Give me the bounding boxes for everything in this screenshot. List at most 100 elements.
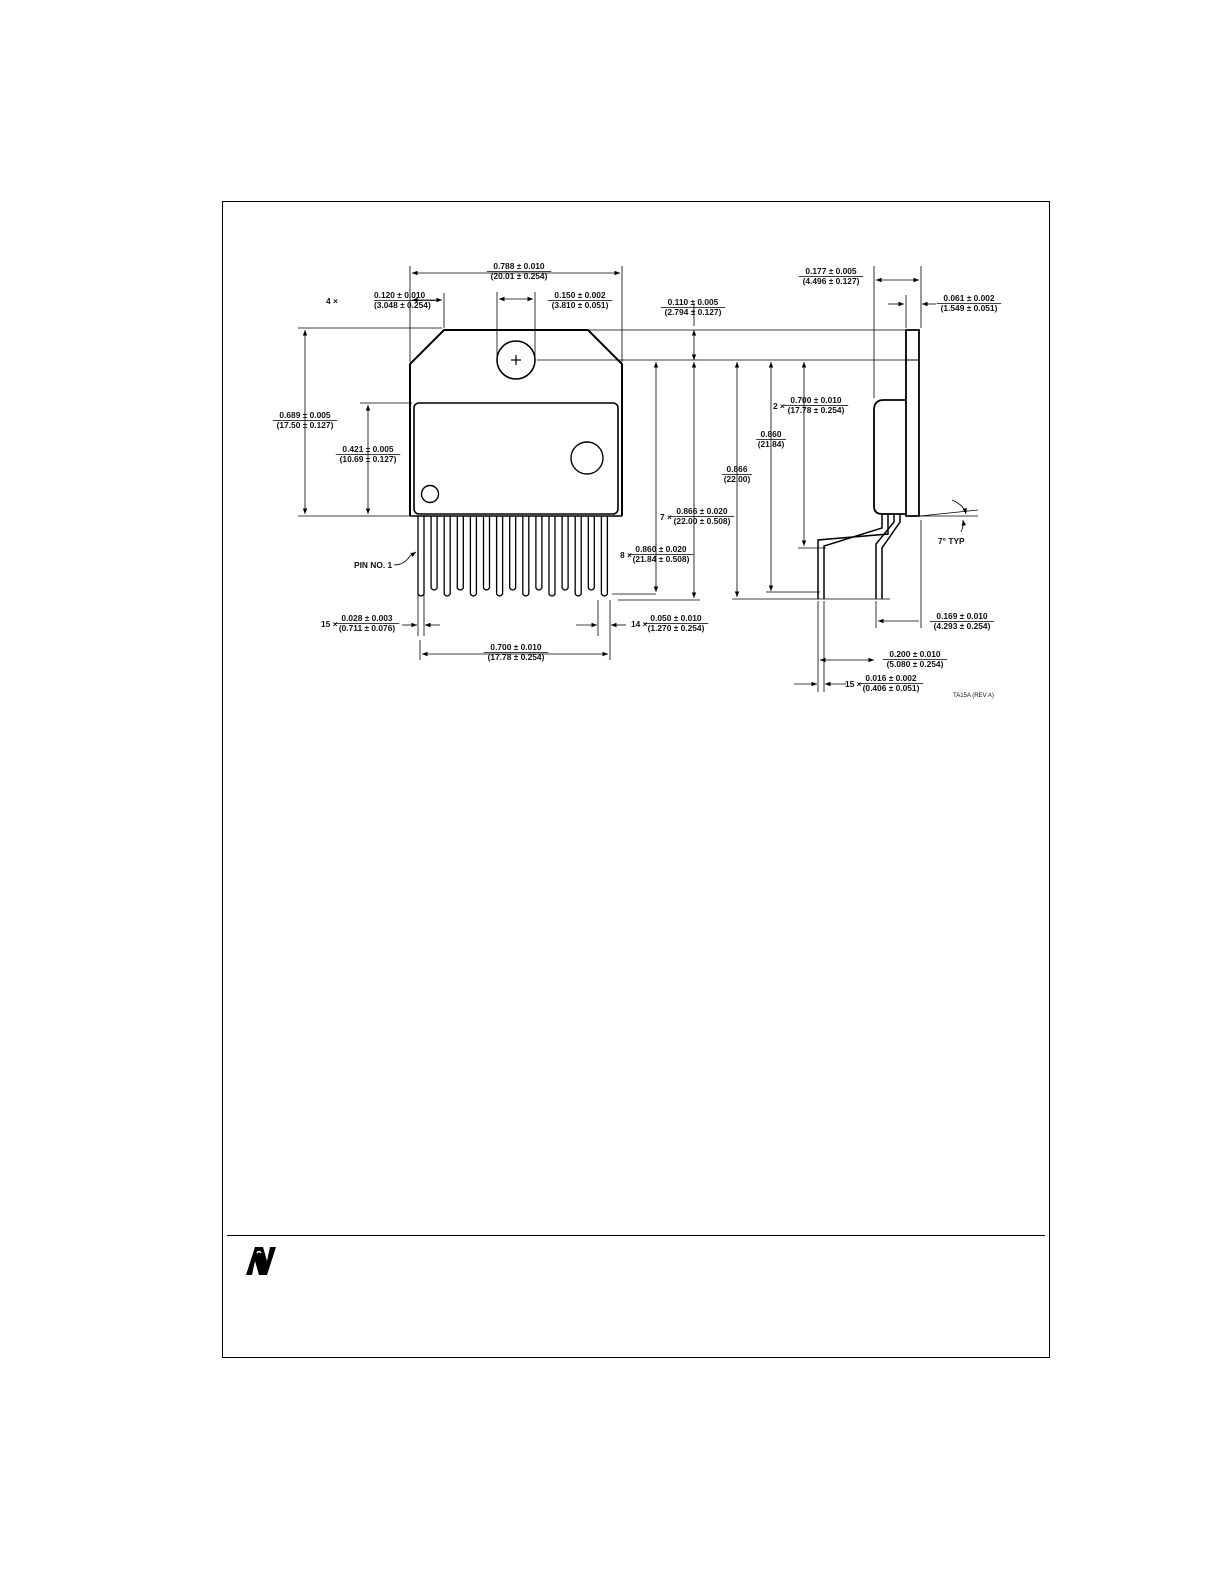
lead-12 bbox=[561, 516, 569, 591]
dimension-value: 0.028 ± 0.003 bbox=[341, 613, 393, 623]
dimension-metric: (3.810 ± 0.051) bbox=[552, 300, 609, 310]
dimension-multiplier: 15 × bbox=[845, 679, 862, 689]
dimension-value: 0.866 ± 0.020 bbox=[676, 506, 728, 516]
dimension-value: 0.788 ± 0.010 bbox=[493, 261, 545, 271]
dimension-metric: (4.496 ± 0.127) bbox=[803, 276, 860, 286]
dimension-lead-length-8: 0.860 ± 0.020(21.84 ± 0.508)8 × bbox=[620, 544, 694, 564]
dimension-multiplier: 7 × bbox=[660, 512, 672, 522]
lead-5 bbox=[469, 516, 478, 597]
plastic-body bbox=[413, 402, 619, 515]
lead-2 bbox=[430, 516, 438, 591]
side-tab bbox=[905, 329, 920, 517]
dimension-metric: (3.048 ± 0.254) bbox=[374, 300, 431, 310]
dimension-metric: (4.293 ± 0.254) bbox=[934, 621, 991, 631]
lead-7 bbox=[495, 516, 504, 597]
dimension-tab-chamfer: 0.120 ± 0.010(3.048 ± 0.254) 4 × bbox=[326, 290, 439, 310]
dimension-metric: (0.711 ± 0.076) bbox=[339, 623, 395, 633]
angle-label: 7° TYP bbox=[938, 536, 965, 546]
dimension-body-height: 0.689 ± 0.005(17.50 ± 0.127) bbox=[272, 410, 338, 430]
dimension-lead-width: 0.028 ± 0.003(0.711 ± 0.076)15 × bbox=[321, 613, 400, 633]
lead-13 bbox=[574, 516, 582, 597]
side-view bbox=[817, 329, 920, 599]
pin1-marker bbox=[420, 484, 440, 504]
dimension-metric: (17.50 ± 0.127) bbox=[277, 420, 334, 430]
dimension-lead-bend-offset: 0.169 ± 0.010(4.293 ± 0.254) bbox=[929, 611, 995, 631]
dimension-overall-width: 0.788 ± 0.010(20.01 ± 0.254) bbox=[486, 261, 552, 281]
dimension-value: 0.050 ± 0.010 bbox=[650, 613, 702, 623]
side-lead-rear bbox=[817, 514, 889, 599]
dimension-multiplier: 14 × bbox=[631, 619, 648, 629]
lead-9 bbox=[522, 516, 530, 597]
dimension-lead-length-860: 0.860(21.84) bbox=[755, 429, 787, 449]
dimension-plastic-height: 0.421 ± 0.005(10.69 ± 0.127) bbox=[335, 444, 401, 464]
dimension-metric: (1.549 ± 0.051) bbox=[941, 303, 998, 313]
side-body bbox=[873, 399, 906, 515]
footer-rule bbox=[227, 1235, 1045, 1236]
dimension-hole-diameter: 0.150 ± 0.002(3.810 ± 0.051) bbox=[547, 290, 613, 310]
lead-4 bbox=[456, 516, 464, 591]
dimension-value: 0.421 ± 0.005 bbox=[342, 444, 394, 454]
ejector-mark bbox=[570, 441, 604, 475]
company-logo-icon bbox=[246, 1247, 276, 1275]
dimension-metric: (5.080 ± 0.254) bbox=[887, 659, 944, 669]
lead-11 bbox=[548, 516, 556, 597]
dimension-value: 0.120 ± 0.010 bbox=[374, 290, 426, 300]
dimension-metric: (17.78 ± 0.254) bbox=[488, 652, 545, 662]
drawing-id: TA15A (REV A) bbox=[953, 693, 994, 699]
lead-3 bbox=[443, 516, 451, 597]
dimension-value: 0.866 bbox=[727, 464, 748, 474]
dimension-metric: (22.00 ± 0.508) bbox=[674, 516, 731, 526]
dimension-labels: 0.788 ± 0.010(20.01 ± 0.254) 0.120 ± 0.01… bbox=[272, 261, 1002, 693]
dimension-multiplier: 2 × bbox=[773, 401, 785, 411]
dimension-value: 0.700 ± 0.010 bbox=[490, 642, 542, 652]
dimension-value: 0.169 ± 0.010 bbox=[936, 611, 988, 621]
dimension-metric: (21.84 ± 0.508) bbox=[633, 554, 690, 564]
dimension-lead-span: 0.700 ± 0.010(17.78 ± 0.254) bbox=[483, 642, 549, 662]
lead-15 bbox=[600, 516, 609, 597]
dimension-multiplier: 15 × bbox=[321, 619, 338, 629]
dimension-metric: (21.84) bbox=[758, 439, 785, 449]
dimension-body-thickness: 0.177 ± 0.005(4.496 ± 0.127) bbox=[798, 266, 864, 286]
dimension-multiplier: 4 × bbox=[326, 296, 338, 306]
dimension-value: 0.061 ± 0.002 bbox=[943, 293, 995, 303]
dimension-value: 0.689 ± 0.005 bbox=[279, 410, 331, 420]
dimension-value: 0.150 ± 0.002 bbox=[554, 290, 606, 300]
lead-1 bbox=[417, 516, 425, 597]
dimension-value: 0.110 ± 0.005 bbox=[668, 297, 719, 307]
dimension-metric: (10.69 ± 0.127) bbox=[340, 454, 397, 464]
lead-14 bbox=[587, 516, 595, 591]
dimension-value: 0.860 bbox=[761, 429, 782, 439]
front-view bbox=[409, 329, 623, 597]
dimension-lines bbox=[298, 266, 979, 692]
dimension-value: 0.200 ± 0.010 bbox=[889, 649, 941, 659]
lead-8 bbox=[509, 516, 517, 591]
dimension-metric: (20.01 ± 0.254) bbox=[491, 271, 548, 281]
dimension-value: 0.700 ± 0.010 bbox=[790, 395, 842, 405]
dimension-metric: (1.270 ± 0.254) bbox=[648, 623, 705, 633]
dimension-lead-pitch: 0.050 ± 0.010(1.270 ± 0.254)14 × bbox=[631, 613, 709, 633]
dimension-lead-thickness: 0.016 ± 0.002(0.406 ± 0.051)15 × bbox=[845, 673, 924, 693]
dimension-lead-length-866: 0.866(22.00) bbox=[721, 464, 753, 484]
front-leads bbox=[417, 516, 609, 597]
mounting-hole bbox=[496, 340, 536, 380]
dimension-metric: (17.78 ± 0.254) bbox=[788, 405, 845, 415]
dimension-side-lead-length: 0.700 ± 0.010(17.78 ± 0.254)2 × bbox=[773, 395, 849, 415]
dimension-metric: (0.406 ± 0.051) bbox=[863, 683, 920, 693]
pin-1-label: PIN NO. 1 bbox=[354, 560, 393, 570]
dimension-multiplier: 8 × bbox=[620, 550, 632, 560]
package-body-outline bbox=[409, 329, 623, 516]
lead-6 bbox=[482, 516, 491, 591]
dimension-tab-thickness: 0.061 ± 0.002(1.549 ± 0.051) bbox=[936, 293, 1002, 313]
dimension-metric: (22.00) bbox=[724, 474, 751, 484]
dimension-metric: (2.794 ± 0.127) bbox=[665, 307, 722, 317]
dimension-lead-row-spacing: 0.200 ± 0.010(5.080 ± 0.254) bbox=[882, 649, 948, 669]
page-frame bbox=[222, 201, 1050, 1358]
side-lead-front bbox=[875, 514, 901, 599]
dimension-value: 0.177 ± 0.005 bbox=[805, 266, 857, 276]
dimension-value: 0.860 ± 0.020 bbox=[635, 544, 687, 554]
dimension-hole-offset: 0.110 ± 0.005(2.794 ± 0.127) bbox=[660, 297, 726, 317]
dimension-value: 0.016 ± 0.002 bbox=[865, 673, 917, 683]
lead-10 bbox=[535, 516, 543, 591]
dimension-lead-length-7: 0.866 ± 0.020(22.00 ± 0.508)7 × bbox=[660, 506, 735, 526]
